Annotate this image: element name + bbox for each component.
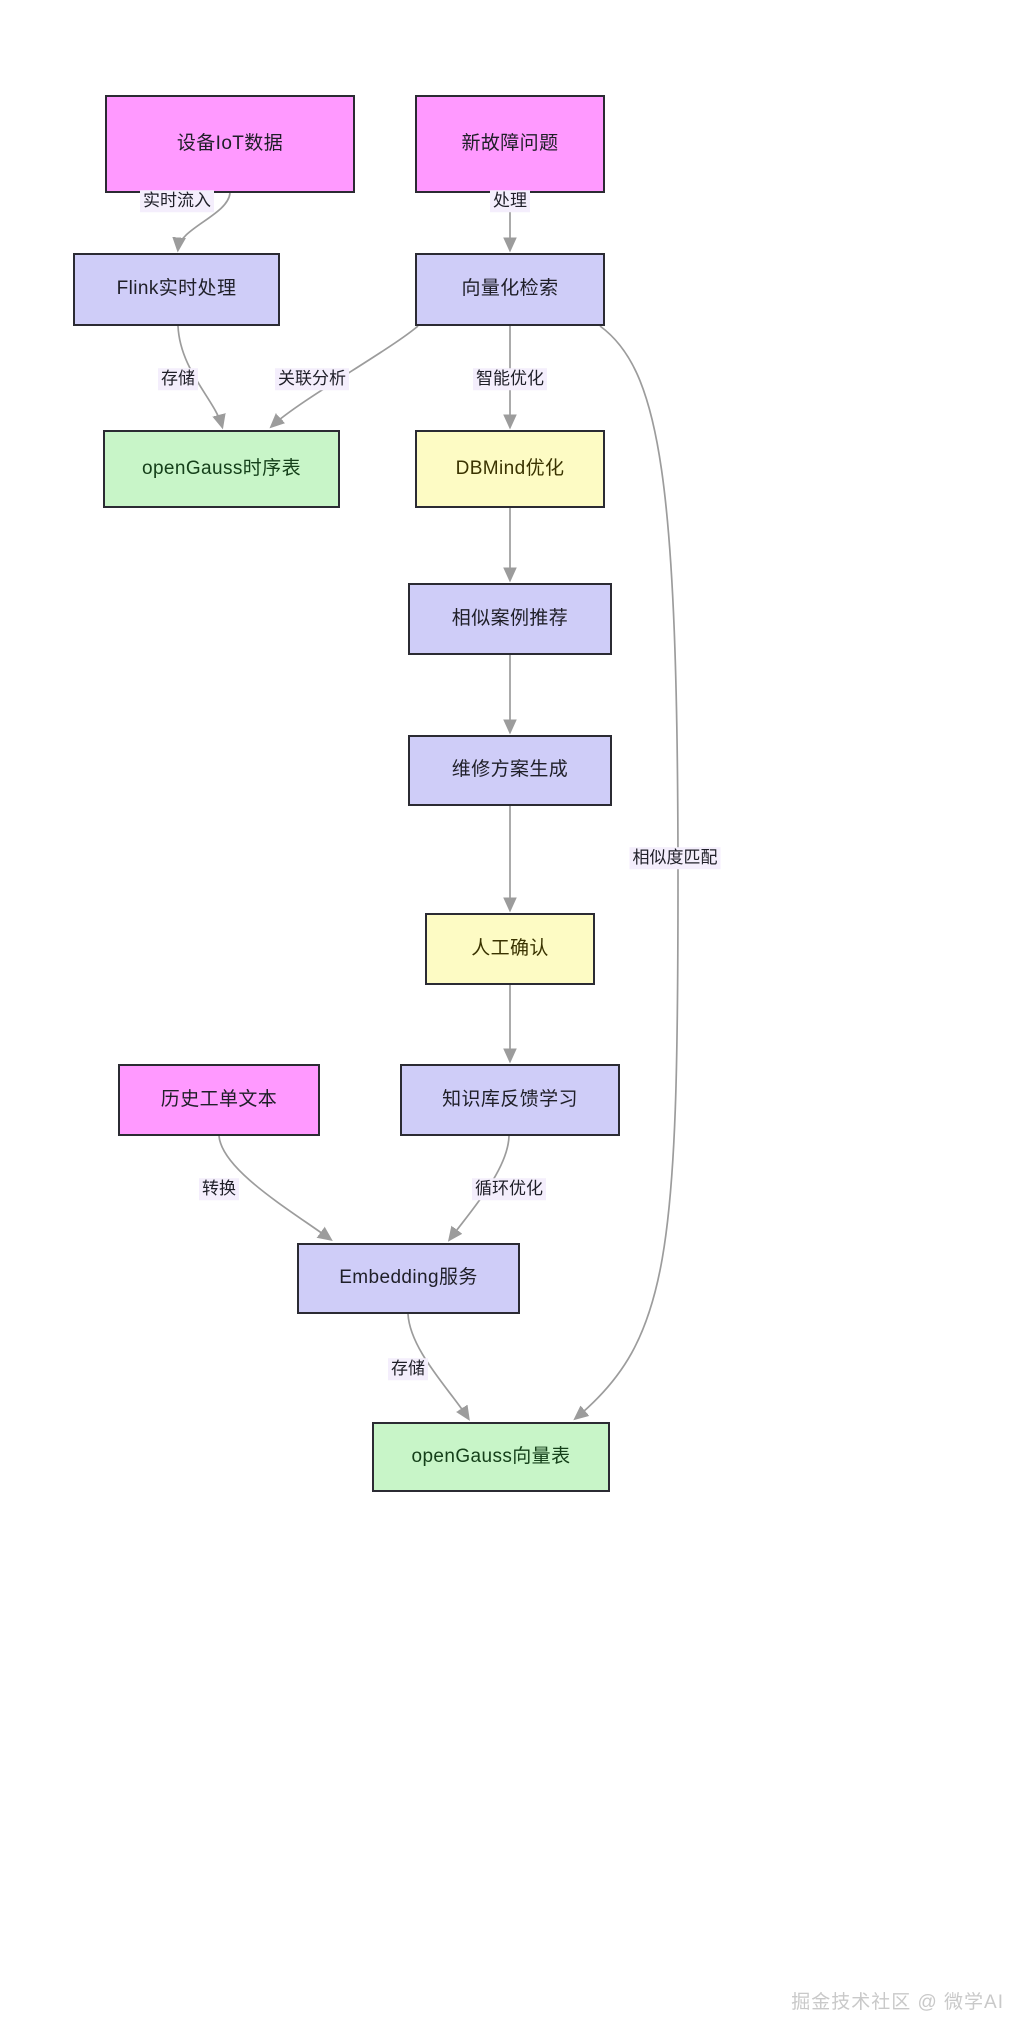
node-label: Flink实时处理 [116,278,237,300]
node-gaussvec[interactable]: openGauss向量表 [372,1422,610,1492]
node-similar[interactable]: 相似案例推荐 [408,583,612,655]
node-kbfeedback[interactable]: 知识库反馈学习 [400,1064,620,1136]
edge-label-text: 转换 [202,1179,236,1199]
node-label: 维修方案生成 [451,759,569,781]
edge-label-text: 智能优化 [476,369,544,389]
node-label: openGauss向量表 [411,1445,571,1467]
node-manual[interactable]: 人工确认 [425,913,595,985]
edge-label-text: 存储 [161,369,195,389]
node-label: 新故障问题 [461,132,559,154]
edge-label-correlation: 关联分析 [275,368,349,390]
node-dbmind[interactable]: DBMind优化 [415,430,605,508]
edge-label-process: 处理 [490,190,530,212]
edge-label-text: 关联分析 [278,369,346,389]
edge-label-realtime-ingest: 实时流入 [140,190,214,212]
node-label: openGauss时序表 [142,457,301,479]
edge-label-loop-optimize: 循环优化 [472,1178,546,1200]
watermark: 掘金技术社区 @ 微学AI [791,1992,1004,2013]
node-repair[interactable]: 维修方案生成 [408,735,612,806]
edge-label-similarity-match: 相似度匹配 [629,847,721,869]
edge-label-smart-optimize: 智能优化 [473,368,547,390]
node-label: Embedding服务 [339,1267,478,1289]
node-label: 向量化检索 [461,278,559,300]
node-label: 相似案例推荐 [451,607,569,629]
edge-label-text: 实时流入 [143,191,211,211]
node-embedding[interactable]: Embedding服务 [297,1243,520,1314]
edge-label-text: 相似度匹配 [632,848,718,868]
edge-label-convert: 转换 [199,1178,239,1200]
node-vector[interactable]: 向量化检索 [415,253,605,326]
node-gaussts[interactable]: openGauss时序表 [103,430,340,508]
node-flink[interactable]: Flink实时处理 [73,253,280,326]
node-label: 历史工单文本 [160,1088,278,1110]
edge-label-text: 循环优化 [475,1179,543,1199]
edge-label-store-ts: 存储 [158,368,198,390]
node-label: DBMind优化 [455,457,565,479]
node-label: 人工确认 [471,937,549,959]
node-label: 设备IoT数据 [176,132,284,154]
edge-label-text: 存储 [391,1359,425,1379]
edge-label-text: 处理 [493,191,527,211]
node-iot[interactable]: 设备IoT数据 [105,95,355,193]
node-history[interactable]: 历史工单文本 [118,1064,320,1136]
node-newfault[interactable]: 新故障问题 [415,95,605,193]
edge-label-store-vec: 存储 [388,1358,428,1380]
node-label: 知识库反馈学习 [442,1088,578,1110]
